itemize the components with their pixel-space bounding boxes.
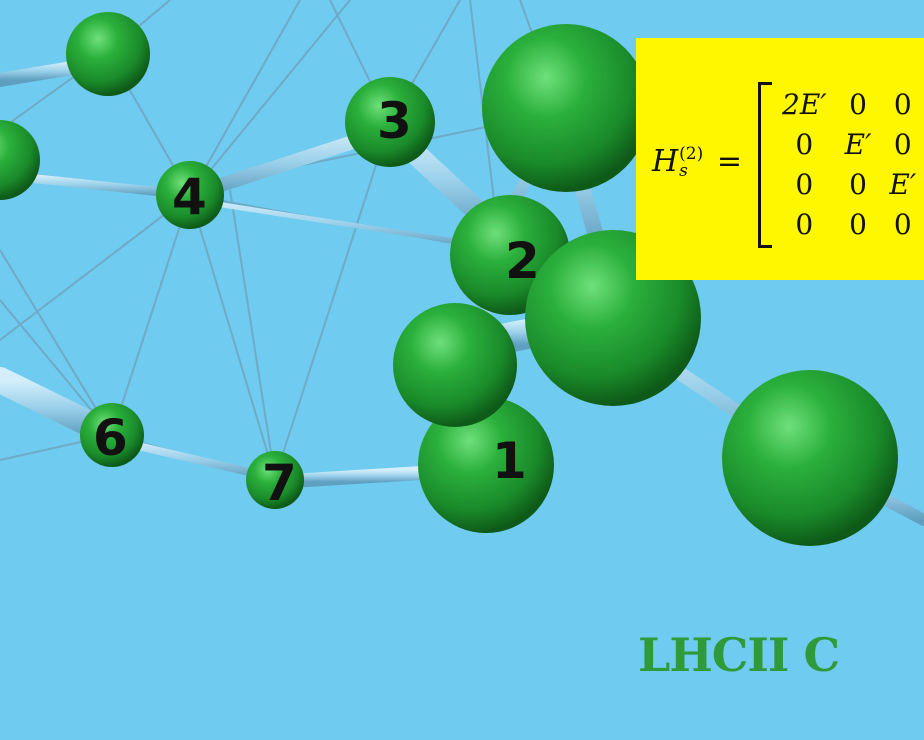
sphere-far-right — [722, 370, 898, 546]
sphere-top-left — [66, 12, 150, 96]
node-number-2: 2 — [505, 232, 540, 290]
matrix-cell: 0 — [893, 207, 912, 241]
sphere-node-4 — [156, 161, 224, 229]
matrix-row: 2E′ 0 0 — [776, 84, 924, 124]
node-numbers: 1 2 3 4 6 7 — [93, 92, 540, 512]
matrix-cell: 0 — [893, 87, 912, 121]
sphere-top-large — [482, 24, 650, 192]
matrix-cell: E′ — [889, 167, 917, 201]
node-number-6: 6 — [93, 409, 128, 467]
matrix: 2E′ 0 0 0 E′ 0 0 0 E′ 0 0 0 — [776, 84, 924, 244]
formula-symbol: H — [652, 144, 679, 179]
formula-lhs: H(2)s = — [652, 144, 742, 180]
node-number-7: 7 — [262, 454, 297, 512]
matrix-cell: 0 — [849, 207, 867, 241]
matrix-cell: 0 — [849, 167, 867, 201]
matrix-left-bracket — [758, 82, 772, 248]
node-number-3: 3 — [377, 92, 412, 150]
matrix-cell: 0 — [795, 207, 814, 241]
sphere-node-3 — [345, 77, 435, 167]
matrix-cell: 0 — [795, 167, 814, 201]
hamiltonian-formula-box: H(2)s = 2E′ 0 0 0 E′ 0 0 0 E′ 0 0 0 — [636, 38, 924, 280]
spheres — [0, 12, 898, 546]
matrix-cell: 0 — [849, 87, 867, 121]
formula-subscript: s — [679, 161, 688, 181]
matrix-row: 0 0 0 — [776, 204, 924, 244]
matrix-cell: 2E′ — [782, 87, 827, 121]
sphere-mid — [393, 303, 517, 427]
sphere-node-7 — [246, 451, 304, 509]
matrix-cell: 0 — [795, 127, 814, 161]
node-number-4: 4 — [172, 168, 207, 226]
matrix-cell: E′ — [844, 127, 872, 161]
lhcii-label: LHCII C — [638, 628, 840, 682]
sphere-node-6 — [80, 403, 144, 467]
sphere-left-edge — [0, 120, 40, 200]
matrix-cell: 0 — [893, 127, 912, 161]
node-number-1: 1 — [492, 432, 527, 490]
matrix-row: 0 0 E′ — [776, 164, 924, 204]
formula-equals: = — [716, 144, 742, 179]
matrix-row: 0 E′ 0 — [776, 124, 924, 164]
sphere-node-1 — [418, 397, 554, 533]
formula-superscript: (2) — [679, 144, 704, 164]
